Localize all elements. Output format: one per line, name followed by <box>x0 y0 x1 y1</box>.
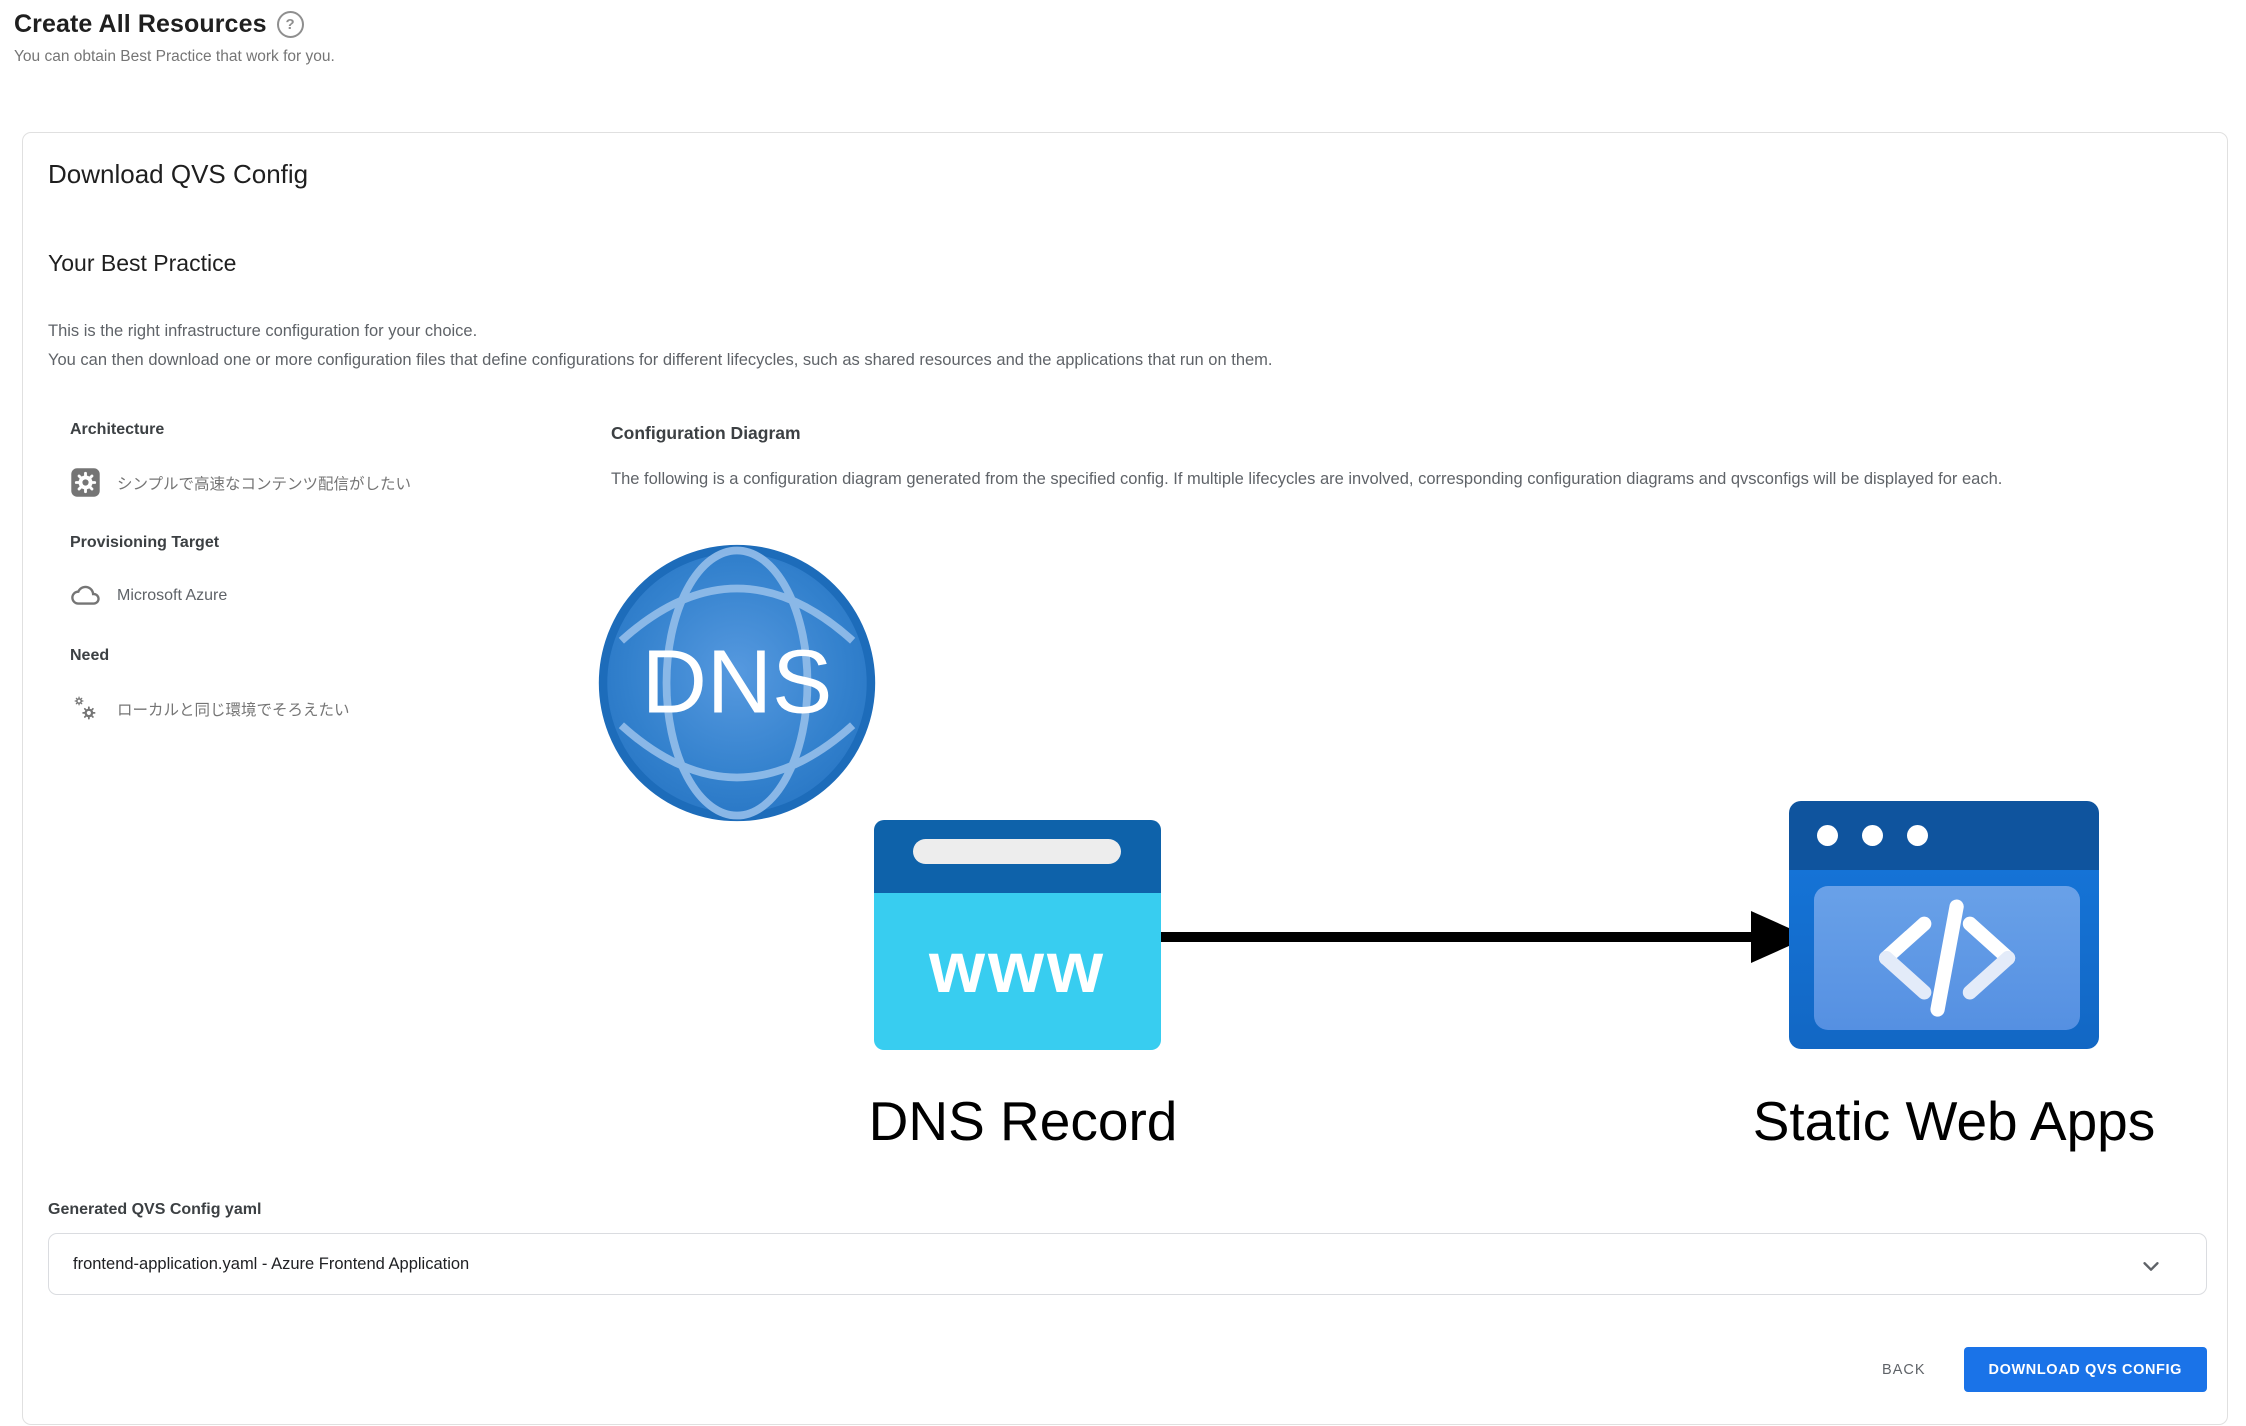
www-text: www <box>928 927 1106 1008</box>
window-dot <box>1907 825 1928 846</box>
back-button[interactable]: BACK <box>1876 1352 1932 1388</box>
code-window-icon <box>1789 801 2099 1049</box>
architecture-value: シンプルで高速なコンテンツ配信がしたい <box>117 475 412 493</box>
need-label: Need <box>70 647 110 664</box>
help-glyph: ? <box>285 16 295 33</box>
config-yaml-selected-value: frontend-application.yaml - Azure Fronte… <box>73 1254 470 1273</box>
www-address-bar <box>913 839 1121 864</box>
card-footer: BACK DOWNLOAD QVS CONFIG <box>48 1347 2207 1408</box>
provisioning-target-value: Microsoft Azure <box>117 586 228 604</box>
provisioning-target-label: Provisioning Target <box>70 534 220 551</box>
cloud-icon <box>70 580 101 611</box>
summary-group-provisioning-target: Provisioning Target Microsoft Azure <box>70 534 611 611</box>
page-subtitle: You can obtain Best Practice that work f… <box>14 48 335 65</box>
www-browser-header <box>874 820 1161 893</box>
gears-icon <box>70 693 101 724</box>
intro-line-2: You can then download one or more config… <box>48 351 1273 369</box>
download-qvs-config-button[interactable]: DOWNLOAD QVS CONFIG <box>1963 1347 2207 1392</box>
settings-square-icon <box>70 467 101 498</box>
architecture-label: Architecture <box>70 421 165 438</box>
configuration-diagram-description: The following is a configuration diagram… <box>611 470 2003 488</box>
chevron-down-icon <box>2140 1255 2162 1277</box>
help-icon[interactable]: ? <box>276 11 304 38</box>
window-dot <box>1817 825 1838 846</box>
page-title: Create All Resources <box>14 10 267 38</box>
generated-config-label: Generated QVS Config yaml <box>48 1201 262 1218</box>
summary-group-need: Need <box>70 647 611 724</box>
selection-summary: Architecture <box>48 421 611 1163</box>
www-browser-body: www <box>874 893 1161 1050</box>
window-dot <box>1862 825 1883 846</box>
provisioning-target-item: Microsoft Azure <box>70 580 611 611</box>
page-header: Create All Resources ? You can obtain Be… <box>0 0 2246 66</box>
configuration-diagram-heading: Configuration Diagram <box>611 423 801 443</box>
code-brackets-icon <box>1878 899 2016 1017</box>
static-web-apps-label: Static Web Apps <box>1752 1090 2156 1152</box>
dns-globe-icon: DNS <box>596 542 878 824</box>
intro-paragraph: This is the right infrastructure configu… <box>48 317 2207 375</box>
summary-group-architecture: Architecture <box>70 421 611 498</box>
www-browser-icon: www <box>874 820 1161 1050</box>
config-yaml-select[interactable]: frontend-application.yaml - Azure Fronte… <box>48 1233 2207 1295</box>
code-window-body <box>1789 870 2099 1049</box>
code-panel <box>1814 886 2080 1030</box>
architecture-item: シンプルで高速なコンテンツ配信がしたい <box>70 467 611 498</box>
intro-line-1: This is the right infrastructure configu… <box>48 322 478 340</box>
need-value: ローカルと同じ環境でそろえたい <box>117 701 350 719</box>
card-title: Download QVS Config <box>48 159 309 189</box>
content-row: Architecture <box>48 421 2207 1163</box>
diagram-column: Configuration Diagram The following is a… <box>611 421 2207 1163</box>
dns-globe-text: DNS <box>642 632 833 733</box>
download-qvs-config-card: Download QVS Config Your Best Practice T… <box>22 132 2228 1425</box>
code-window-header <box>1789 801 2099 870</box>
dns-record-label: DNS Record <box>868 1090 1178 1152</box>
diagram-arrow <box>1161 911 1809 963</box>
best-practice-heading: Your Best Practice <box>48 250 237 276</box>
need-item: ローカルと同じ環境でそろえたい <box>70 693 611 724</box>
arrow-line <box>1161 932 1756 942</box>
